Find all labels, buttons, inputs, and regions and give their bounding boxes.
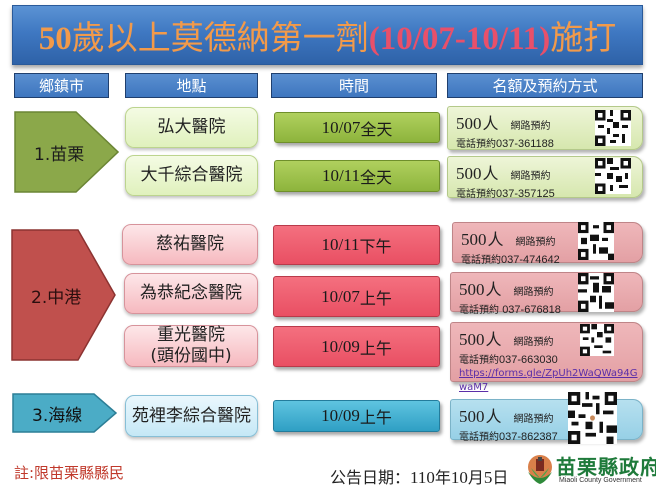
booking-form-link[interactable]: https://forms.gle/ZpUh2WaQWa94GwaM7 — [459, 368, 638, 393]
qr-code-icon[interactable] — [578, 273, 614, 312]
phone-booking: 電話預約 037-676818 — [459, 304, 561, 316]
qr-code-icon[interactable] — [580, 324, 614, 356]
location-yuanli-li: 苑裡李綜合醫院 — [125, 395, 258, 437]
phone-booking: 電話預約037-862387 — [459, 431, 558, 443]
header-time: 時間 — [271, 73, 437, 98]
header-location: 地點 — [125, 73, 258, 98]
announcement-date: 公告日期：110年10月5日 — [330, 468, 509, 487]
location-daqian: 大千綜合醫院 — [125, 155, 258, 196]
qr-code-icon[interactable] — [595, 110, 631, 146]
phone-booking: 電話預約037-361188 — [456, 138, 554, 150]
region-coastal: 3.海線 — [12, 393, 117, 433]
header-township: 鄉鎮市 — [14, 73, 109, 98]
region-miaoli: 1.苗栗 — [14, 111, 119, 193]
pentagon-arrow-icon — [12, 393, 117, 433]
location-weigong: 為恭紀念醫院 — [124, 273, 258, 314]
title-banner: 50歲以上莫德納第一劑(10/07-10/11)施打 — [12, 5, 643, 65]
residency-note: 註:限苗栗縣縣民 — [14, 464, 125, 482]
location-chongguang: 重光醫院 (頭份國中) — [124, 325, 258, 367]
online-booking-label: 網路預約 — [513, 414, 554, 425]
phone-booking: 電話預約037-357125 — [456, 188, 555, 200]
county-emblem-icon — [528, 455, 552, 484]
pentagon-arrow-icon — [11, 229, 116, 361]
qr-code-icon[interactable] — [595, 158, 631, 194]
phone-booking: 電話預約037-663030 — [459, 354, 558, 366]
location-ciyou: 慈祐醫院 — [122, 224, 258, 265]
region-label: 2.中港 — [31, 287, 82, 308]
pentagon-arrow-icon — [14, 111, 119, 193]
phone-booking: 電話預約037-474642 — [461, 254, 560, 266]
county-name-english: Miaoli County Government — [559, 477, 642, 484]
miaoli-county-logo: 苗栗縣政府 Miaoli County Government — [525, 452, 656, 490]
region-label: 3.海線 — [32, 405, 83, 426]
online-booking-label: 網路預約 — [510, 121, 551, 132]
online-booking-label: 網路預約 — [515, 237, 556, 248]
online-booking-label: 網路預約 — [513, 287, 554, 298]
county-name: 苗栗縣政府 — [556, 455, 656, 479]
header-quota-booking: 名額及預約方式 — [447, 73, 643, 98]
page-title: 50歲以上莫德納第一劑(10/07-10/11)施打 — [38, 18, 617, 57]
qr-code-icon[interactable] — [578, 222, 614, 260]
online-booking-label: 網路預約 — [513, 337, 554, 348]
region-label: 1.苗栗 — [34, 144, 85, 165]
location-hongda: 弘大醫院 — [125, 107, 258, 148]
online-booking-label: 網路預約 — [510, 171, 551, 182]
qr-code-icon[interactable] — [568, 392, 617, 444]
region-zhonggang: 2.中港 — [11, 229, 116, 361]
